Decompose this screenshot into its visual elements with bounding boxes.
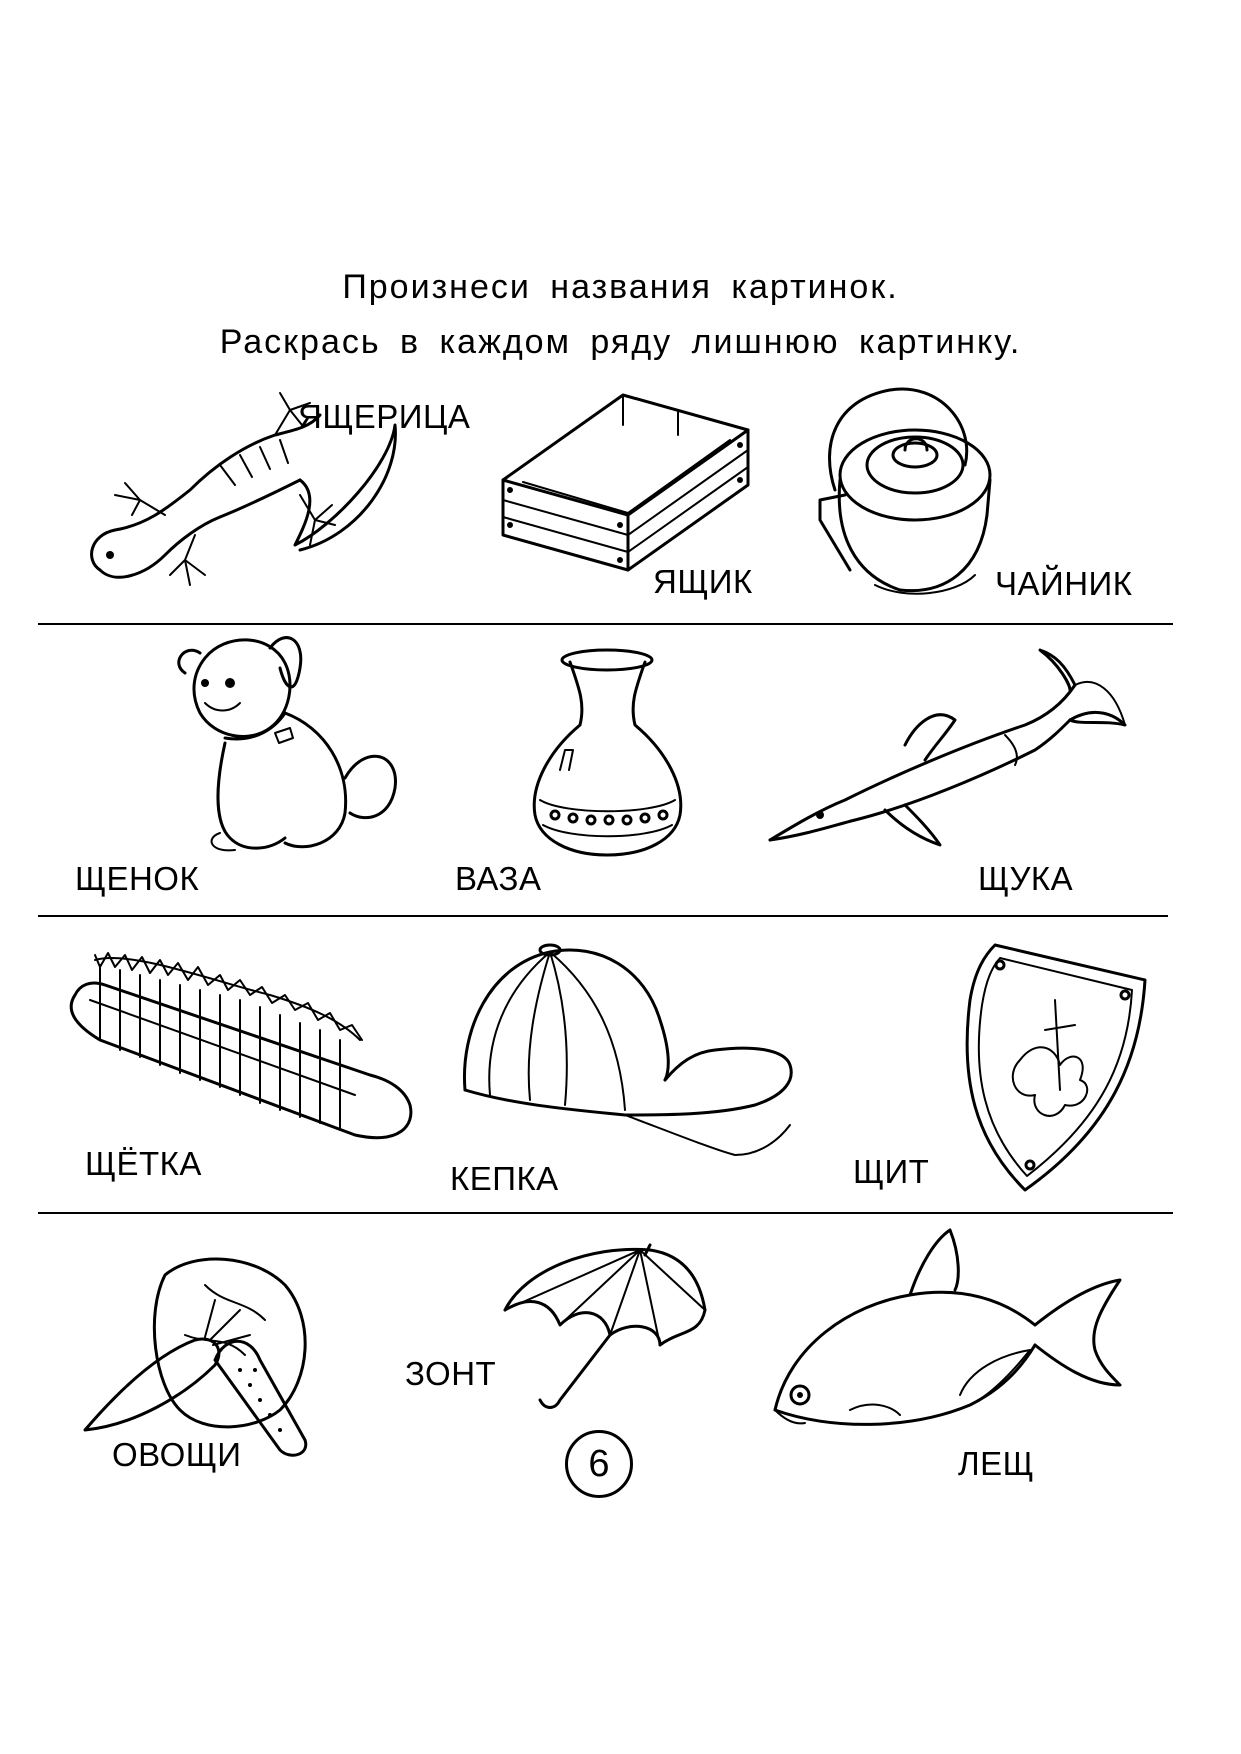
label-vase: ВАЗА <box>455 860 542 897</box>
label-umbrella: ЗОНТ <box>405 1355 497 1392</box>
lizard-icon[interactable] <box>70 385 410 605</box>
row-divider <box>38 1212 1173 1214</box>
row-divider <box>38 915 1168 917</box>
vase-icon[interactable] <box>525 648 690 865</box>
shield-icon[interactable] <box>960 940 1150 1195</box>
row-divider <box>38 623 1173 625</box>
label-shield: ЩИТ <box>853 1153 930 1190</box>
cap-icon[interactable] <box>455 940 795 1160</box>
vegetables-icon[interactable] <box>75 1245 320 1460</box>
box-icon[interactable] <box>498 385 753 572</box>
instruction-line-2: Раскрась в каждом ряду лишнюю картинку. <box>219 323 1022 361</box>
bream-icon[interactable] <box>770 1225 1125 1450</box>
pike-icon[interactable] <box>765 645 1127 860</box>
label-lizard: ЯЩЕРИЦА <box>298 398 471 435</box>
label-pike: ЩУКА <box>978 860 1074 897</box>
label-brush: ЩЁТКА <box>85 1145 202 1182</box>
instruction-line-1: Произнеси названия картинок. <box>342 268 899 306</box>
label-kettle: ЧАЙНИК <box>995 565 1133 602</box>
label-puppy: ЩЕНОК <box>75 860 200 897</box>
brush-icon[interactable] <box>69 945 415 1140</box>
umbrella-icon[interactable] <box>500 1240 707 1415</box>
label-cap: КЕПКА <box>450 1160 559 1197</box>
kettle-icon[interactable] <box>815 385 995 600</box>
label-box: ЯЩИК <box>653 563 753 600</box>
label-bream: ЛЕЩ <box>958 1445 1035 1482</box>
puppy-icon[interactable] <box>175 628 400 858</box>
page-number: 6 <box>565 1430 633 1498</box>
label-vegetables: ОВОЩИ <box>112 1436 242 1473</box>
